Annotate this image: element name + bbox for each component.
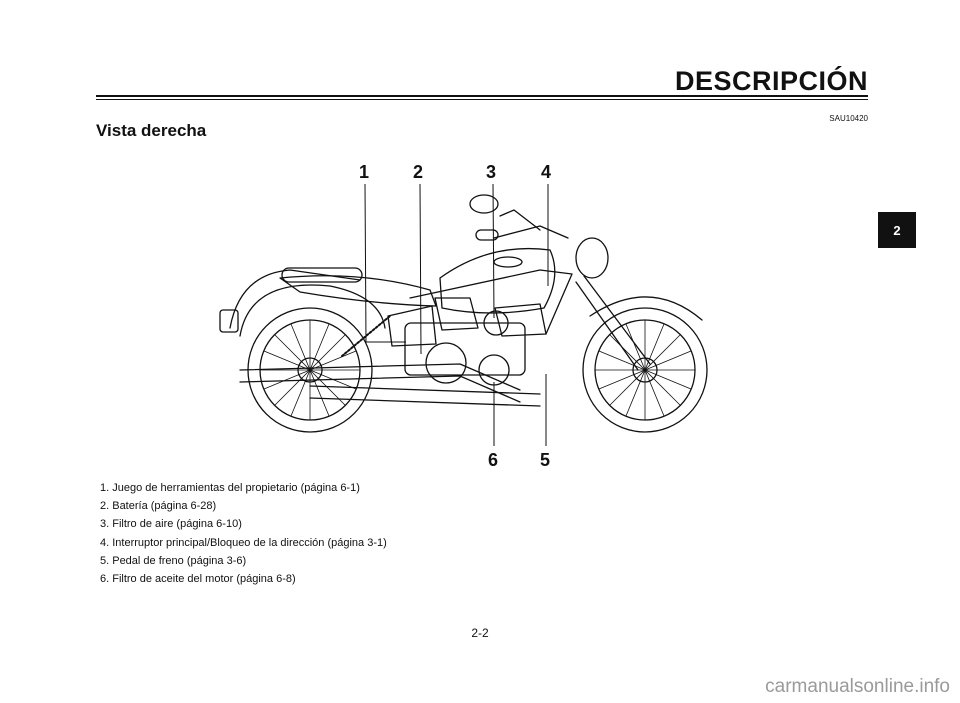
watermark: carmanualsonline.info <box>765 676 950 697</box>
list-item: 1. Juego de herramientas del propietario… <box>100 482 360 494</box>
callout-list: 1. Juego de herramientas del propietario… <box>100 479 387 588</box>
chapter-tab: 2 <box>878 212 916 248</box>
motorcycle-illustration: 1 2 3 4 5 6 <box>219 162 708 470</box>
list-item: 6. Filtro de aceite del motor (página 6-… <box>100 573 296 586</box>
header-rule-thin <box>96 99 868 100</box>
callout-number: 5 <box>540 450 550 470</box>
page-title: DESCRIPCIÓN <box>674 66 868 96</box>
list-item: 2. Batería (página 6-28) <box>100 500 217 513</box>
callout-number: 3 <box>486 162 496 182</box>
page-number: 2-2 <box>471 626 489 640</box>
callout-number: 2 <box>413 162 423 182</box>
list-item: 3. Filtro de aire (página 6-10) <box>100 518 242 531</box>
list-item: 5. Pedal de freno (página 3-6) <box>100 554 247 567</box>
header-rule <box>96 95 868 97</box>
callout-number: 6 <box>488 450 498 470</box>
section-title: Vista derecha <box>96 121 207 140</box>
document-code: SAU10420 <box>829 114 868 123</box>
callout-number: 1 <box>359 162 369 182</box>
list-item: 4. Interruptor principal/Bloqueo de la d… <box>100 536 387 549</box>
callout-number: 4 <box>541 162 551 182</box>
